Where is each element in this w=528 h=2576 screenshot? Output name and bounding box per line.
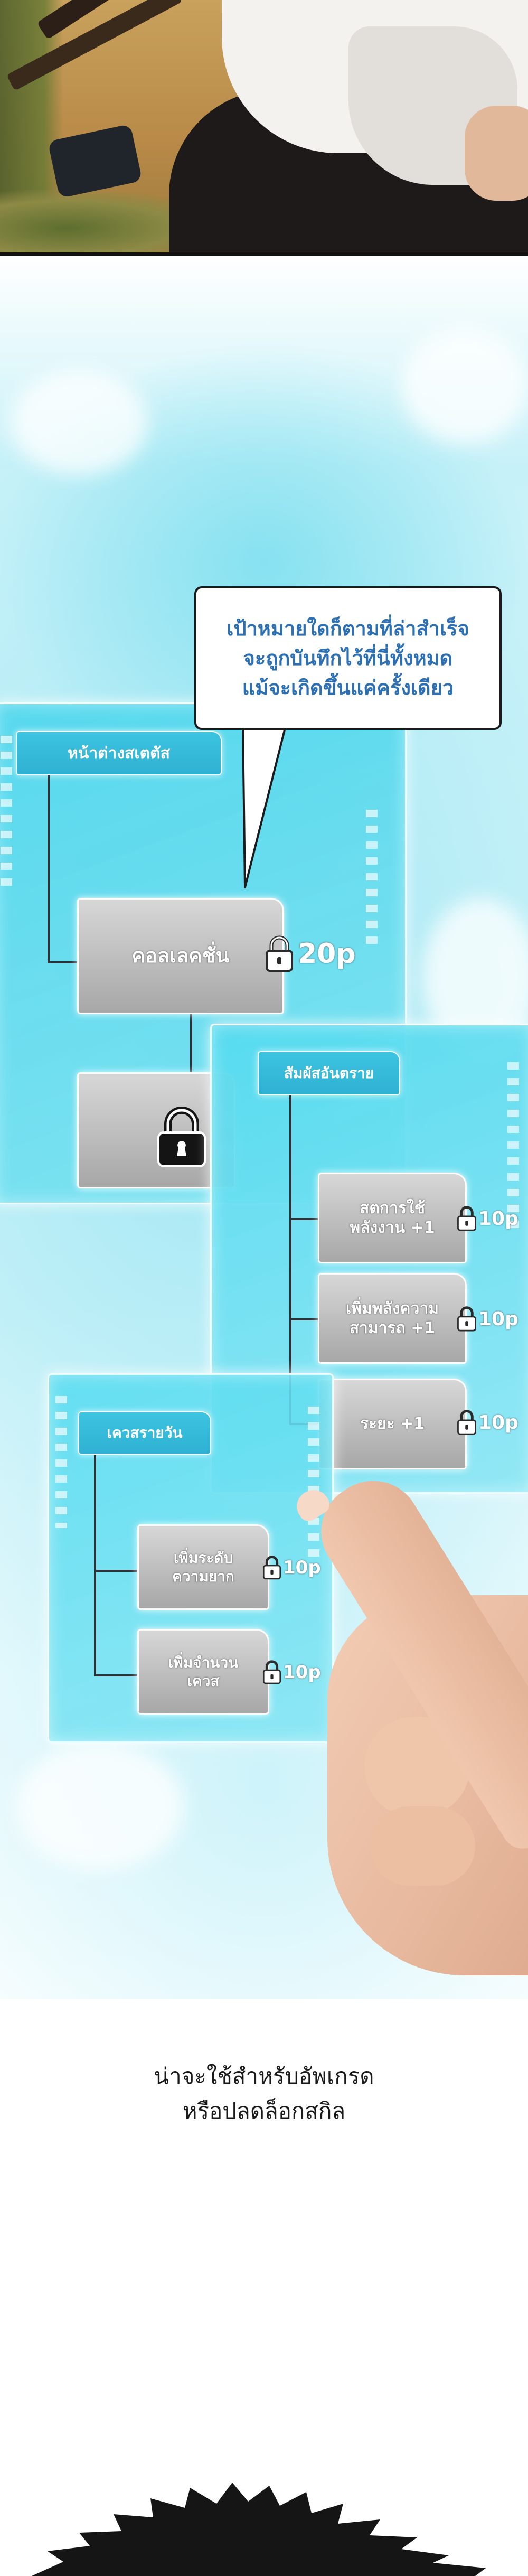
collection-node[interactable]: คอลเลคชั่น — [77, 898, 284, 1014]
skill-cost-text: 10p — [478, 1411, 518, 1434]
tree-connector — [289, 1218, 319, 1220]
lock-icon — [457, 1410, 476, 1435]
skill-node-range[interactable]: ระยะ +1 — [318, 1379, 467, 1469]
panel-stripe — [507, 1062, 519, 1237]
panel-stripe — [366, 810, 378, 947]
danger-sense-title-text: สัมผัสอันตราย — [284, 1064, 374, 1082]
light-cloud — [16, 1743, 185, 1870]
status-window-title-text: หน้าต่างสเตตัส — [68, 744, 170, 763]
skill-node-text: สตการใช้ — [360, 1198, 425, 1217]
tree-connector — [289, 1318, 319, 1320]
quest-node-count[interactable]: เพิ่มจำนวนเควส — [137, 1629, 269, 1715]
panel-border — [0, 252, 528, 256]
speech-bubble-tail — [242, 726, 286, 888]
status-window-title: หน้าต่างสเตตัส — [16, 731, 222, 775]
speech-bubble: เป้าหมายใดก็ตามที่ล่าสำเร็จ จะถูกบันทึกไ… — [194, 586, 502, 730]
quest-cost: 10p — [262, 1555, 321, 1580]
character-arm — [465, 106, 528, 201]
speech-bubble-text: แม้จะเกิดขึ้นแค่ครั้งเดียว — [242, 676, 454, 699]
skill-cost-text: 10p — [478, 1308, 518, 1330]
tree-connector — [94, 1455, 96, 1676]
danger-sense-title: สัมผัสอันตราย — [258, 1051, 400, 1095]
daily-quest-title-text: เควสรายวัน — [107, 1424, 183, 1441]
tree-connector — [94, 1570, 138, 1572]
caption-text: น่าจะใช้สำหรับอัพเกรด — [154, 2063, 374, 2089]
quest-node-text: ความยาก — [172, 1568, 234, 1585]
lock-icon — [457, 1206, 476, 1231]
quest-node-difficulty[interactable]: เพิ่มระดับความยาก — [137, 1524, 269, 1610]
daily-quest-title: เควสรายวัน — [78, 1411, 211, 1455]
light-cloud — [401, 327, 528, 444]
skill-node-text: เพิ่มพลังความ — [345, 1299, 439, 1318]
lock-icon — [262, 1660, 281, 1684]
lock-icon — [266, 935, 293, 972]
panel-stripe — [308, 1407, 319, 1565]
lock-icon — [157, 1107, 206, 1167]
skill-cost: 10p — [456, 1409, 518, 1436]
light-cloud — [11, 370, 148, 475]
caption-text: หรือปลดล็อกสกิล — [182, 2098, 346, 2124]
quest-node-text: เพิ่มระดับ — [173, 1549, 233, 1567]
tree-connector — [48, 775, 50, 963]
quest-cost-text: 10p — [283, 1662, 321, 1683]
skill-cost: 10p — [456, 1205, 518, 1232]
skill-cost-text: 10p — [478, 1207, 518, 1230]
tree-connector — [48, 961, 79, 963]
narration-caption: น่าจะใช้สำหรับอัพเกรด หรือปลดล็อกสกิล — [0, 2059, 528, 2129]
lock-icon — [457, 1306, 476, 1332]
collection-cost: 20p — [264, 935, 356, 973]
quest-cost-text: 10p — [283, 1557, 321, 1578]
speech-bubble-text: จะถูกบันทึกไว้ที่นี่ทั้งหมด — [243, 647, 453, 670]
tree-connector — [289, 1095, 291, 1425]
quest-node-text: เควส — [187, 1672, 220, 1690]
collection-node-label: คอลเลคชั่น — [131, 944, 230, 968]
tree-connector — [190, 1014, 192, 1072]
quest-node-text: เพิ่มจำนวน — [168, 1654, 239, 1671]
tree-connector — [94, 1674, 138, 1676]
skill-node-text: สามารถ +1 — [349, 1319, 436, 1337]
skill-node-energy[interactable]: สตการใช้พลังงาน +1 — [318, 1173, 467, 1263]
lock-icon — [262, 1556, 281, 1580]
skill-node-text: พลังงาน +1 — [350, 1219, 435, 1237]
character-hair — [32, 2483, 486, 2576]
panel-stripe — [55, 1396, 67, 1528]
collection-cost-text: 20p — [298, 938, 356, 970]
hand-knuckle — [370, 1806, 475, 1886]
top-comic-panel — [0, 0, 528, 254]
speech-bubble-text: เป้าหมายใดก็ตามที่ล่าสำเร็จ — [227, 617, 469, 640]
quest-cost: 10p — [262, 1660, 321, 1685]
panel-stripe — [1, 736, 12, 894]
skill-node-power[interactable]: เพิ่มพลังความสามารถ +1 — [318, 1273, 467, 1364]
skill-node-text: ระยะ +1 — [360, 1415, 425, 1434]
skill-cost: 10p — [456, 1306, 518, 1332]
locked-node[interactable] — [77, 1072, 235, 1188]
